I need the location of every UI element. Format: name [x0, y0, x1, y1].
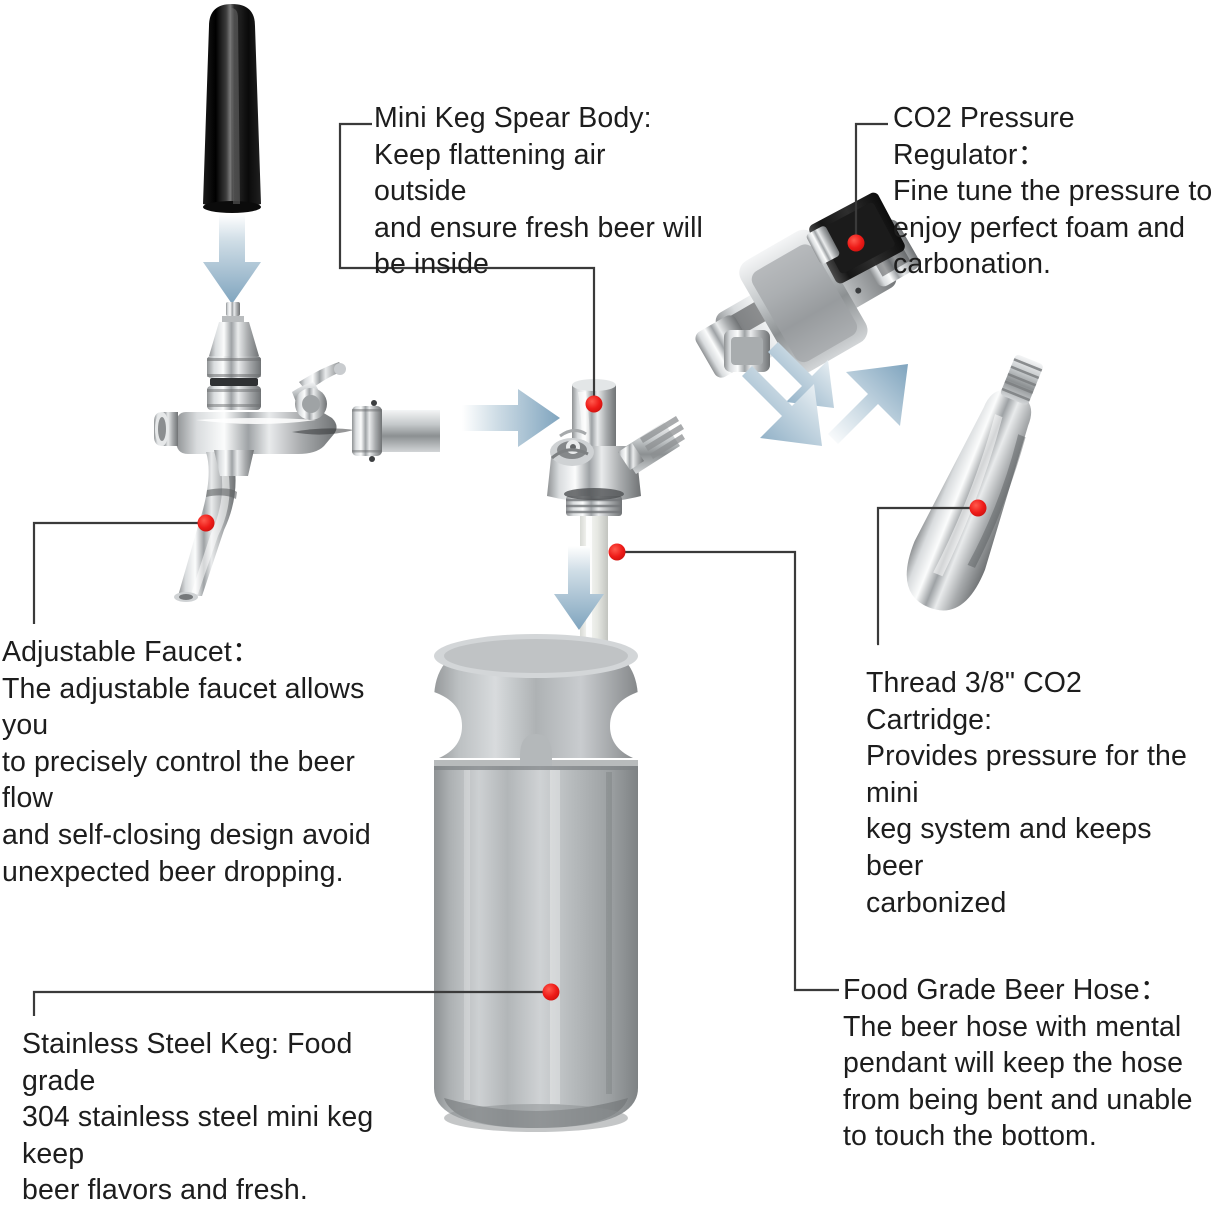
leader-keg	[32, 990, 551, 1016]
keg-spear-art	[547, 379, 685, 516]
leader-cartridge	[876, 506, 978, 646]
marker-regulator	[847, 234, 865, 252]
leader-hose	[617, 550, 839, 992]
callout-co2-pressure-regulator: CO2 Pressure Regulator： Fine tune the pr…	[893, 102, 1213, 281]
marker-keg	[542, 983, 560, 1001]
assembly-arrow-hose-down	[554, 546, 604, 630]
co2-cartridge-art	[906, 354, 1043, 611]
assembly-arrow-faucet-right	[462, 389, 560, 447]
co2-regulator-knob	[806, 192, 905, 284]
infographic-canvas: Mini Keg Spear Body: Keep flattening air…	[2, 4, 1213, 1206]
marker-spear	[585, 395, 603, 413]
leader-faucet	[32, 521, 206, 624]
keg-body-art	[434, 634, 638, 1132]
marker-faucet	[197, 514, 215, 532]
assembly-arrow-handle-down	[203, 214, 261, 304]
callout-co2-cartridge: Thread 3/8" CO2 Cartridge: Provides pres…	[866, 667, 1187, 919]
callout-adjustable-faucet: Adjustable Faucet： The adjustable faucet…	[2, 636, 371, 888]
co2-regulator-lower-port	[724, 330, 770, 372]
callout-mini-keg-spear-body: Mini Keg Spear Body: Keep flattening air…	[374, 102, 703, 281]
faucet-art	[154, 302, 440, 602]
callout-food-grade-beer-hose: Food Grade Beer Hose： The beer hose with…	[843, 974, 1193, 1153]
marker-cartridge	[969, 499, 987, 517]
assembly-arrow-regulator-in	[742, 342, 834, 446]
callout-stainless-steel-keg: Stainless Steel Keg: Food grade 304 stai…	[22, 1028, 374, 1207]
leader-regulator	[854, 122, 888, 243]
marker-hose	[608, 543, 626, 561]
tap-handle-art	[203, 4, 261, 213]
faucet-lever	[292, 362, 346, 420]
assembly-arrow-cartridge-up	[828, 364, 908, 444]
spear-valve-cluster	[550, 429, 594, 466]
beer-hose-art	[558, 516, 630, 661]
